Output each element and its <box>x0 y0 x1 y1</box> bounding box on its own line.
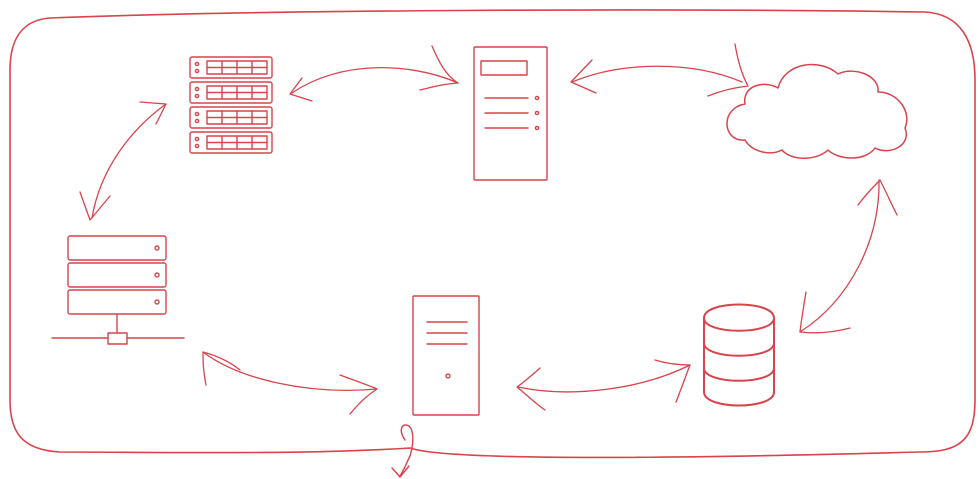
connector-rack-tower <box>289 45 459 102</box>
boundary-loop-tail <box>399 424 414 477</box>
boundary-tail-arrowhead <box>391 465 410 478</box>
diagram-strokes <box>9 9 976 478</box>
connector-desktop-database <box>516 359 691 411</box>
boundary-outline <box>9 9 976 459</box>
database-icon <box>703 303 775 407</box>
network-server-icon <box>51 235 185 345</box>
server-rack-icon <box>189 56 273 154</box>
connector-rack-network <box>79 101 167 221</box>
desktop-tower-icon <box>412 295 480 416</box>
connector-tower-cloud <box>570 43 749 97</box>
connector-cloud-database <box>799 179 898 334</box>
tower-server-icon <box>473 46 548 181</box>
connector-network-desktop <box>202 351 378 415</box>
cloud-icon <box>726 63 908 159</box>
